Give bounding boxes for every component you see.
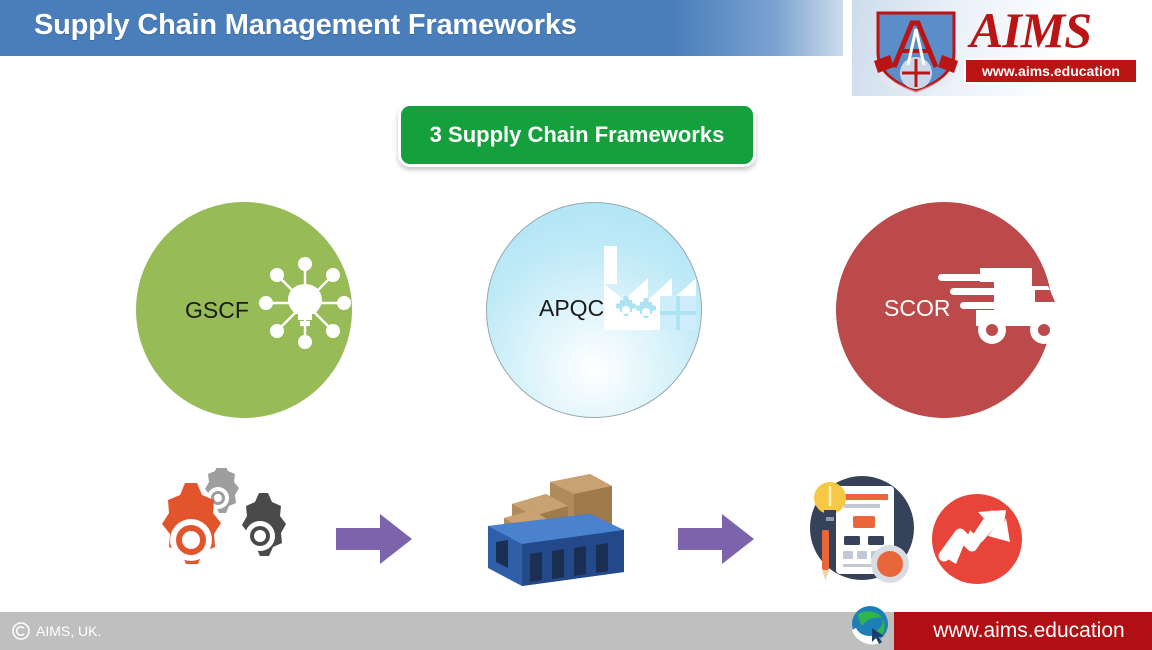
arrow-right-icon	[336, 514, 412, 564]
growth-arrow-icon	[932, 494, 1022, 584]
footer-url-bar: www.aims.education	[894, 612, 1152, 650]
framework-label-apqc: APQC	[539, 295, 605, 321]
gear-medium-dark	[242, 493, 286, 556]
blue-crate	[488, 514, 624, 586]
framework-label-gscf: GSCF	[185, 297, 249, 323]
aims-shield-crest-icon	[874, 11, 958, 93]
delivery-truck-icon	[938, 268, 1056, 344]
footer-url-text: www.aims.education	[933, 619, 1125, 642]
frameworks-banner: 3 Supply Chain Frameworks	[398, 103, 756, 167]
aims-logo: AIMS www.aims.education	[852, 0, 1152, 96]
report-document-icon	[810, 476, 914, 583]
frameworks-banner-label: 3 Supply Chain Frameworks	[429, 122, 725, 147]
factory-gears-icon	[604, 246, 696, 330]
gear-large-orange	[162, 483, 221, 564]
arrow-right-icon	[678, 514, 754, 564]
globe-cursor-icon	[852, 606, 888, 645]
gear-badge-icon	[871, 545, 909, 583]
crate-with-boxes-icon	[488, 474, 624, 586]
gears-cluster-icon	[162, 468, 286, 564]
lightbulb-network-icon	[259, 257, 351, 349]
aims-url-badge: www.aims.education	[964, 58, 1138, 84]
aims-wordmark: AIMS	[970, 2, 1092, 58]
page-title: Supply Chain Management Frameworks	[34, 9, 577, 41]
slide-header-bar: Supply Chain Management Frameworks	[0, 0, 843, 56]
footer-copyright-text: AIMS, UK.	[36, 623, 102, 639]
lightbulb-icon	[814, 482, 846, 521]
copyright-icon	[12, 622, 30, 640]
pencil-icon	[822, 530, 829, 580]
framework-label-scor: SCOR	[884, 295, 951, 321]
